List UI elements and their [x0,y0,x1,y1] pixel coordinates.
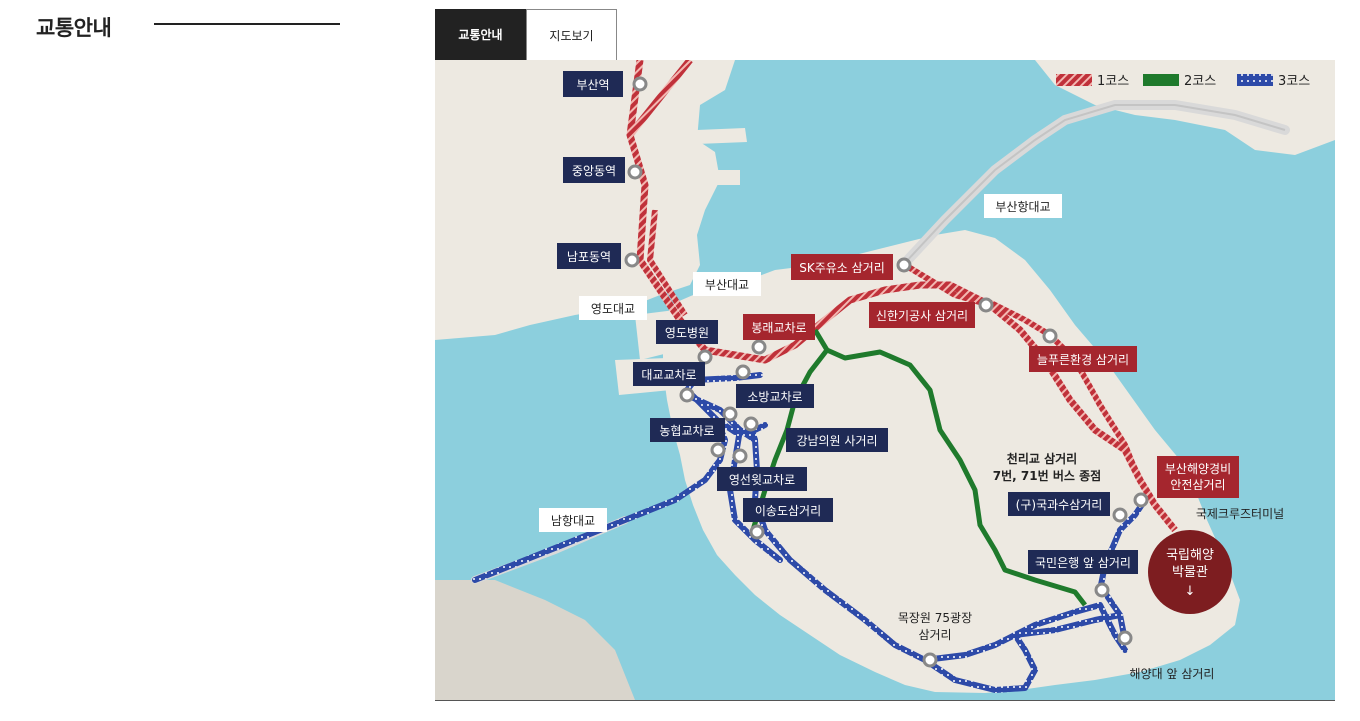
label-kookmin-bank-junction[interactable]: 국민은행 앞 삼거리 [1035,555,1131,570]
legend-course1-label: 1코스 [1097,74,1129,89]
destination-marker[interactable]: 국립해양 박물관 ↓ [1148,530,1232,614]
route-map-svg: 1코스 2코스 3코스 부산역 중앙동역 남포동역 영도병원 대교교차로 소방교… [435,60,1335,700]
tab-transport-guide[interactable]: 교통안내 [435,9,526,60]
label-jungang-station[interactable]: 중앙동역 [572,164,616,178]
label-busan-station[interactable]: 부산역 [576,78,609,92]
label-mokjangwon-line1: 목장원 75광장 [898,611,972,625]
label-busan-bridge[interactable]: 부산대교 [705,278,749,292]
label-coastguard-line2: 안전삼거리 [1170,478,1225,492]
legend-course3-swatch [1237,74,1273,86]
legend: 1코스 2코스 3코스 [1056,74,1310,89]
legend-course1-swatch [1056,74,1092,86]
page-title: 교통안내 [36,16,112,40]
label-nonghyup-intersection[interactable]: 농협교차로 [659,424,714,438]
tab-map-view[interactable]: 지도보기 [526,9,617,60]
label-yeongseon-intersection[interactable]: 영선윗교차로 [729,472,795,487]
label-nampo-station[interactable]: 남포동역 [567,250,611,264]
label-sk-junction[interactable]: SK주유소 삼거리 [799,261,885,275]
stop-markers [624,76,1149,668]
label-daegyo-intersection[interactable]: 대교교차로 [641,368,696,382]
label-bongnae-intersection[interactable]: 봉래교차로 [751,321,806,335]
legend-course3-label: 3코스 [1278,74,1310,89]
label-coastguard-line1[interactable]: 부산해양경비 [1165,462,1231,476]
label-gangnam-crossroad[interactable]: 강남의원 사거리 [796,434,877,448]
label-yeongdo-hospital[interactable]: 영도병원 [665,326,709,340]
label-yeongdo-bridge[interactable]: 영도대교 [591,302,635,316]
destination-line1: 국립해양 [1166,548,1214,563]
destination-arrow-icon: ↓ [1185,584,1196,599]
red-labels: SK주유소 삼거리 신한기공사 삼거리 봉래교차로 늘푸른환경 삼거리 부산해양… [743,254,1239,498]
label-sobang-intersection[interactable]: 소방교차로 [747,390,802,404]
legend-course2-swatch [1143,74,1179,86]
plain-labels: 천리교 삼거리 7번, 71번 버스 종점 국제크루즈터미널 목장원 75광장 … [898,451,1284,681]
label-maritime-univ-junction: 해양대 앞 삼거리 [1130,667,1215,681]
label-namhang-bridge[interactable]: 남항대교 [551,514,595,528]
label-cheonrigyo-line2: 7번, 71번 버스 종점 [993,468,1101,483]
destination-line2: 박물관 [1172,565,1208,580]
tab-bar: 교통안내 지도보기 [435,9,617,60]
legend-course2-label: 2코스 [1184,74,1216,89]
white-labels: 부산항대교 부산대교 영도대교 남항대교 [539,194,1062,532]
label-shinhan-junction[interactable]: 신한기공사 삼거리 [876,309,968,323]
harbor-bridge-road-center [902,104,1286,266]
label-busan-harbor-bridge[interactable]: 부산항대교 [995,200,1050,214]
label-cheonrigyo-line1: 천리교 삼거리 [1007,451,1077,466]
label-gukgwasu-junction[interactable]: (구)국과수삼거리 [1016,498,1103,512]
label-isongdo-junction[interactable]: 이송도삼거리 [755,504,821,518]
label-neulpureun-junction[interactable]: 늘푸른환경 삼거리 [1037,353,1129,367]
route-map[interactable]: 1코스 2코스 3코스 부산역 중앙동역 남포동역 영도병원 대교교차로 소방교… [435,60,1335,701]
navy-labels: 부산역 중앙동역 남포동역 영도병원 대교교차로 소방교차로 농협교차로 강남의… [557,71,1138,574]
label-cruise-terminal: 국제크루즈터미널 [1196,507,1284,521]
label-mokjangwon-line2: 삼거리 [918,628,951,642]
title-divider [154,23,340,25]
